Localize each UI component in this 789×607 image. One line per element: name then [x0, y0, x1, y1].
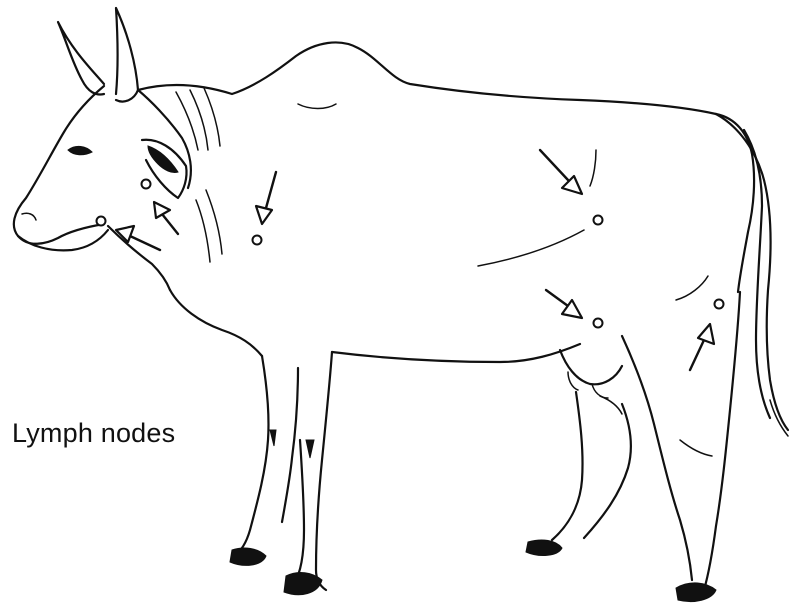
arrow-parotid	[154, 202, 178, 234]
arrows	[116, 150, 714, 370]
lymph-node-parotid	[142, 180, 151, 189]
neck-folds	[176, 88, 222, 262]
lymph-node-supramammary	[594, 319, 603, 328]
lymph-node-popliteal	[715, 300, 724, 309]
body	[138, 42, 754, 362]
arrow-submandibular	[116, 226, 160, 250]
arrow-supramammary	[546, 290, 582, 318]
arrow-popliteal	[690, 324, 714, 370]
lymph-nodes-caption: Lymph nodes	[12, 418, 175, 449]
arrow-prescapular	[256, 172, 276, 224]
horns	[58, 8, 138, 102]
head	[14, 86, 191, 290]
arrow-prefemoral	[540, 150, 582, 194]
lymph-node-prefemoral	[594, 216, 603, 225]
tail	[716, 114, 788, 436]
lymph-node-markers	[97, 180, 724, 328]
lymph-node-prescapular	[253, 236, 262, 245]
lymph-node-submandibular	[97, 217, 106, 226]
legs	[230, 292, 740, 602]
